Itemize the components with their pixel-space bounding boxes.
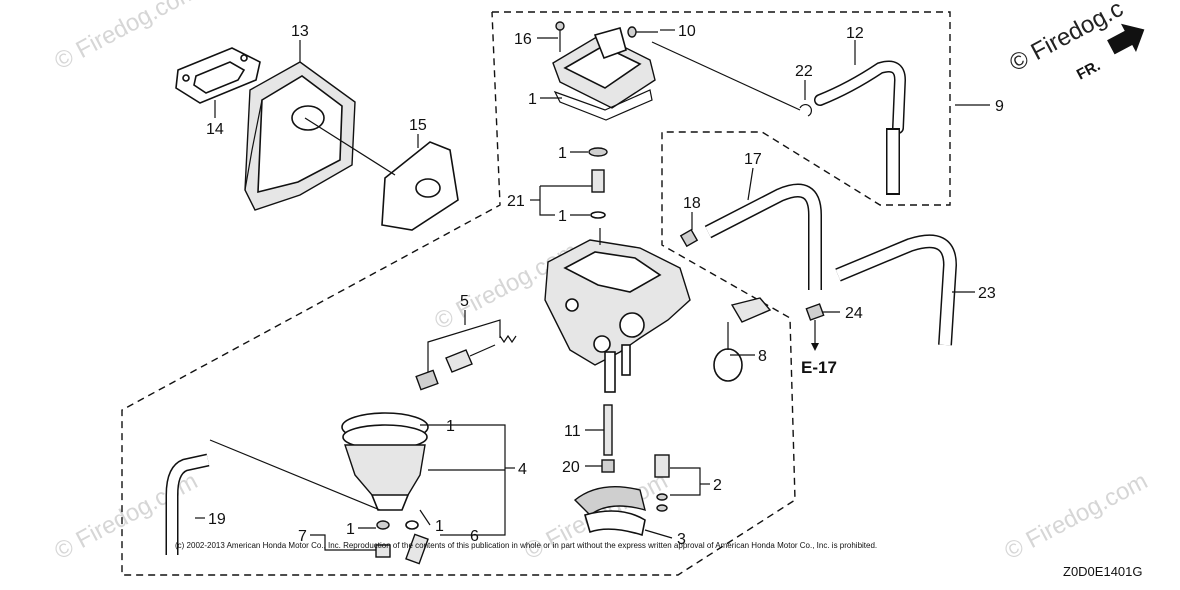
drain-bolt-part bbox=[405, 520, 429, 565]
callout-12: 12 bbox=[846, 25, 864, 42]
copyright-notice: (c) 2002-2013 American Honda Motor Co., … bbox=[175, 541, 877, 550]
watermark: © Firedog.com bbox=[1000, 467, 1152, 565]
callout-21: 21 bbox=[507, 193, 525, 210]
callout-1f: 1 bbox=[435, 518, 444, 535]
assembly-boundary-main bbox=[121, 11, 951, 576]
callout-6: 6 bbox=[470, 528, 479, 545]
callout-4: 4 bbox=[518, 461, 527, 478]
callout-13: 13 bbox=[291, 23, 309, 40]
float-part bbox=[713, 297, 772, 382]
screw-part bbox=[627, 26, 658, 38]
callout-1b: 1 bbox=[558, 145, 567, 162]
callout-1c: 1 bbox=[558, 208, 567, 225]
watermark: © Firedog.com bbox=[50, 0, 202, 75]
carburetor-body-part bbox=[544, 239, 691, 393]
hose-clip-part bbox=[805, 303, 825, 321]
front-direction-arrow-icon bbox=[1107, 23, 1145, 55]
callout-7: 7 bbox=[298, 528, 307, 545]
top-cover-part bbox=[552, 27, 656, 121]
leader-lines bbox=[195, 29, 990, 551]
callout-3: 3 bbox=[677, 531, 686, 548]
callout-20: 20 bbox=[562, 459, 580, 476]
callout-9: 9 bbox=[995, 98, 1004, 115]
callout-1a: 1 bbox=[528, 91, 537, 108]
callout-19: 19 bbox=[208, 511, 226, 528]
callout-2: 2 bbox=[713, 477, 722, 494]
pilot-screw-part bbox=[415, 334, 517, 391]
callout-10: 10 bbox=[678, 23, 696, 40]
callout-22: 22 bbox=[795, 63, 813, 80]
callout-17: 17 bbox=[744, 151, 762, 168]
callout-11: 11 bbox=[564, 423, 581, 440]
diagram-code: Z0D0E1401G bbox=[1063, 564, 1143, 579]
carburetor-gasket-part bbox=[381, 141, 459, 231]
gasket-part bbox=[175, 47, 261, 104]
callout-8: 8 bbox=[758, 348, 767, 365]
callout-18: 18 bbox=[683, 195, 701, 212]
main-jet-part bbox=[588, 147, 608, 219]
float-chamber-band-part bbox=[573, 485, 646, 537]
callout-1d: 1 bbox=[446, 418, 455, 435]
callout-16: 16 bbox=[514, 31, 532, 48]
hose-clip-part bbox=[799, 104, 812, 117]
float-pin-part bbox=[603, 404, 613, 456]
callout-1e: 1 bbox=[346, 521, 355, 538]
drain-bolt-part bbox=[375, 520, 391, 558]
watermark: © Firedog.c bbox=[1005, 0, 1128, 77]
hose-clip-part bbox=[679, 228, 699, 248]
callout-5: 5 bbox=[460, 293, 469, 310]
drain-screw-part bbox=[654, 454, 670, 512]
float-valve-part bbox=[601, 459, 615, 473]
callout-24: 24 bbox=[845, 305, 863, 322]
callout-23: 23 bbox=[978, 285, 996, 302]
screw-part bbox=[555, 21, 565, 52]
float-bowl-part bbox=[341, 412, 429, 511]
front-direction-label: FR. bbox=[1074, 57, 1103, 83]
callout-14: 14 bbox=[206, 121, 224, 138]
insulator-plate-part bbox=[244, 61, 356, 211]
callout-15: 15 bbox=[409, 117, 427, 134]
reference-e17: E-17 bbox=[801, 358, 837, 377]
